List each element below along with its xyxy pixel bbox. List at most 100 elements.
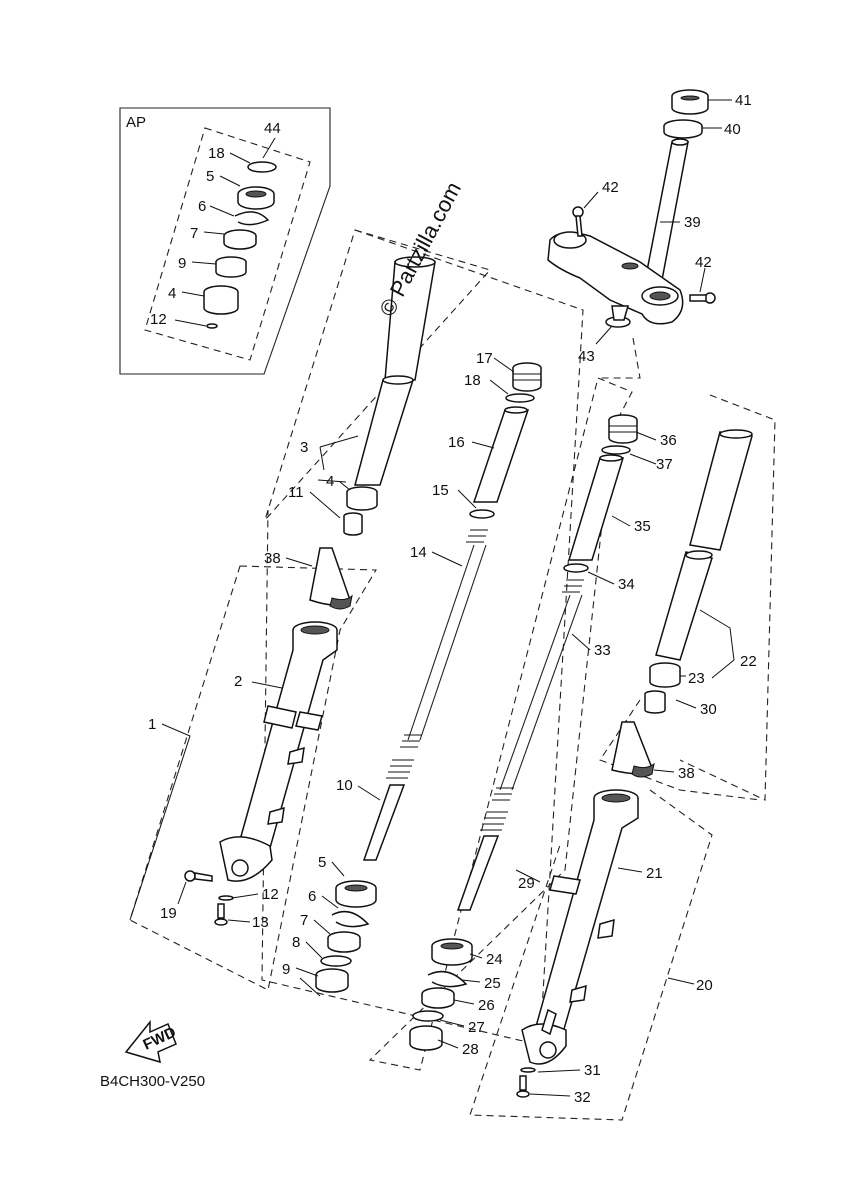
outer-tube-right-outline: [469, 789, 713, 1121]
right-internals-outline: [368, 377, 633, 1071]
retaining-clip: [234, 211, 270, 226]
slide-bushing-right: [649, 662, 681, 688]
spacer: [472, 406, 530, 503]
callout-18: 18: [464, 372, 481, 389]
steering-stem: [645, 138, 689, 281]
inset-label: AP: [126, 114, 146, 131]
oil-seal-lower: [335, 880, 377, 908]
callout-42: 42: [695, 254, 712, 271]
damper-rod: [362, 759, 414, 861]
callout-28: 28: [462, 1041, 479, 1058]
outer-tube-left-outline: [129, 565, 377, 991]
fwd-arrow: FWD: [124, 1019, 179, 1064]
callout-25: 25: [484, 975, 501, 992]
callout-22: 22: [740, 653, 757, 670]
fork-spring: [400, 529, 488, 748]
callout-9: 9: [178, 255, 186, 272]
pinch-bolt-upper: [572, 206, 584, 237]
taper-spindle-right: [644, 690, 666, 714]
callout-30: 30: [700, 701, 717, 718]
damper-rod-right: [456, 811, 508, 911]
clip-right: [427, 970, 468, 988]
callout-12: 12: [150, 311, 167, 328]
right-tube-outline: [679, 394, 776, 801]
bushing-right: [409, 1025, 443, 1051]
callout-11: 11: [288, 484, 304, 501]
clip-lower: [331, 910, 370, 928]
taper-spindle: [343, 512, 363, 536]
callout-17: 17: [476, 350, 493, 367]
bushing-large: [203, 285, 239, 315]
drain-bolt-right: [516, 1075, 530, 1098]
ring-nut: [671, 89, 709, 115]
callout-4: 4: [168, 285, 176, 302]
slide-metal: [320, 955, 352, 967]
callout-42: 42: [602, 179, 619, 196]
o-ring: [247, 161, 277, 173]
callout-44: 44: [264, 120, 281, 137]
callout-32: 32: [574, 1089, 591, 1106]
callout-39: 39: [684, 214, 701, 231]
spring-seat-right: [563, 563, 589, 573]
callout-23: 23: [688, 670, 705, 687]
bushing: [215, 256, 247, 278]
callout-37: 37: [656, 456, 673, 473]
callout-5: 5: [206, 168, 214, 185]
spring-seat: [469, 509, 495, 519]
washer-lower: [327, 931, 361, 953]
callout-36: 36: [660, 432, 677, 449]
callout-6: 6: [308, 888, 316, 905]
callout-24: 24: [486, 951, 503, 968]
callout-1: 1: [148, 716, 156, 733]
callout-7: 7: [300, 912, 308, 929]
inset-ap: AP: [119, 107, 331, 375]
callout-2: 2: [234, 673, 242, 690]
callout-3: 3: [300, 439, 308, 456]
callout-18: 18: [208, 145, 225, 162]
cap-bolt: [512, 362, 542, 392]
callout-9: 9: [282, 961, 290, 978]
callout-19: 19: [160, 905, 177, 922]
callout-10: 10: [336, 777, 353, 794]
callout-31: 31: [584, 1062, 601, 1079]
cap-bolt-right: [608, 414, 638, 444]
callout-35: 35: [634, 518, 651, 535]
callout-41: 41: [735, 92, 752, 109]
bearing: [663, 119, 703, 139]
washer-right: [421, 987, 455, 1009]
callout-21: 21: [646, 865, 663, 882]
callout-43: 43: [578, 348, 595, 365]
slide-bushing: [346, 486, 378, 511]
fork-spring-right: [492, 579, 584, 801]
oil-seal-right: [431, 938, 473, 966]
callout-29: 29: [518, 875, 535, 892]
callout-26: 26: [478, 997, 495, 1014]
callout-15: 15: [432, 482, 449, 499]
cap-o-ring: [505, 393, 535, 403]
callout-13: 13: [252, 914, 269, 931]
stem-link-outline: [598, 337, 641, 379]
callout-40: 40: [724, 121, 741, 138]
gasket: [218, 895, 234, 901]
outer-tube: [219, 621, 338, 882]
gasket-right: [520, 1067, 536, 1073]
diagram-code: B4CH300-V250: [100, 1073, 205, 1090]
callout-4: 4: [326, 473, 334, 490]
callout-14: 14: [410, 544, 427, 561]
callout-38: 38: [264, 550, 281, 567]
callout-20: 20: [696, 977, 713, 994]
oil-seal: [237, 186, 275, 210]
outer-tube-right: [521, 789, 639, 1065]
bushing-lower: [315, 968, 349, 993]
pinch-bolt-lower: [689, 292, 716, 304]
cable-guide: [605, 305, 631, 328]
spacer-right: [567, 454, 625, 561]
callout-27: 27: [468, 1019, 485, 1036]
callout-7: 7: [190, 225, 198, 242]
callout-34: 34: [618, 576, 635, 593]
axle-bolt: [184, 870, 213, 882]
callout-labels: 44 18 5 6 7 9 4 12 41 40 42 39 42 43 17 …: [148, 92, 757, 1106]
slide-metal-right: [412, 1010, 444, 1022]
drain-bolt: [214, 903, 228, 926]
